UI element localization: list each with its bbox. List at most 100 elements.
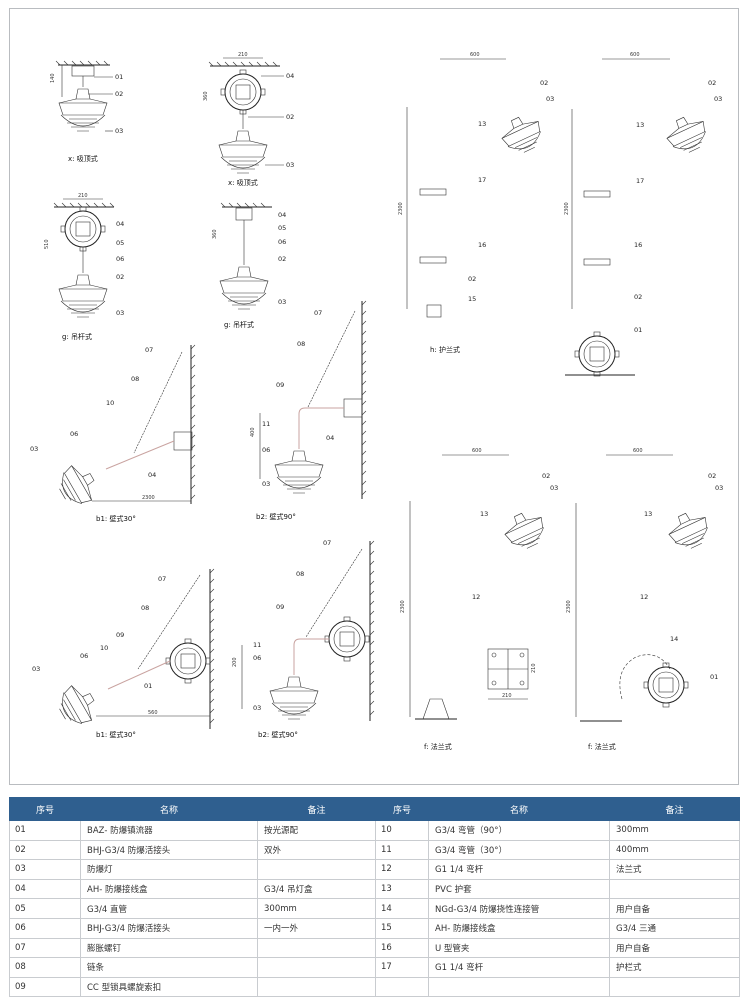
fig-x-ceiling-left: [55, 60, 110, 132]
caption-b1-2: b1: 壁式30°: [96, 730, 136, 739]
cell: 300mm: [609, 820, 740, 841]
callout: 12: [640, 593, 648, 601]
callout: 02: [115, 90, 123, 98]
caption-g-2: g: 吊杆式: [224, 320, 254, 329]
fig-f-flange-left: [409, 454, 551, 720]
callout: 03: [286, 161, 294, 169]
cell: 11: [375, 839, 429, 861]
header-remark: 备注: [609, 797, 740, 821]
cell: 用户自备: [609, 937, 740, 959]
cell: 03: [9, 859, 81, 880]
cell: 按光源配: [257, 820, 376, 841]
callout: 12: [472, 593, 480, 601]
caption-b1-1: b1: 壁式30°: [96, 514, 136, 523]
cell: G3/4 三通: [609, 917, 740, 939]
dim-label: 600: [633, 448, 643, 454]
dim-label: 600: [470, 52, 480, 58]
cell: 09: [9, 976, 81, 998]
callout: 03: [550, 484, 558, 492]
dim-label: 210: [531, 663, 537, 673]
callout: 02: [278, 255, 286, 263]
callout: 07: [314, 309, 322, 317]
cell: 15: [375, 917, 429, 939]
cell: G3/4 弯管（90°）: [428, 820, 610, 841]
caption-x-1: x: 吸顶式: [68, 154, 98, 163]
callout: 07: [323, 539, 331, 547]
cell: 08: [9, 957, 81, 978]
caption-b2-2: b2: 壁式90°: [258, 730, 298, 739]
cell: AH- 防爆接线盒: [80, 878, 258, 900]
callout: 08: [296, 570, 304, 578]
fig-b1-wall-30-bottom: [52, 568, 215, 732]
dim-label: 400: [250, 427, 256, 437]
dim-label: 210: [502, 693, 512, 699]
callout: 04: [326, 434, 334, 442]
callout: 02: [708, 79, 716, 87]
dim-label: 140: [50, 73, 56, 83]
callout: 04: [116, 220, 124, 228]
cell: 400mm: [609, 839, 740, 861]
dim-label: 2300: [566, 600, 572, 613]
callout: 11: [262, 420, 270, 428]
fig-b2-wall-90-top: [259, 300, 367, 499]
fig-g-pendant-left: [53, 198, 115, 318]
callout: 03: [714, 95, 722, 103]
cell: G1 1/4 弯杆: [428, 957, 610, 978]
cell: [257, 937, 376, 959]
callout: 07: [145, 346, 153, 354]
callout: 02: [542, 472, 550, 480]
callout: 01: [710, 673, 718, 681]
cell: G3/4 吊灯盒: [257, 878, 376, 900]
cell: [257, 976, 376, 998]
cell: AH- 防爆接线盒: [428, 917, 610, 939]
callout: 03: [32, 665, 40, 673]
cell: [609, 976, 740, 998]
callout: 05: [116, 239, 124, 247]
dim-label: 560: [148, 710, 158, 716]
dim-label: 2300: [142, 495, 155, 501]
callout: 06: [278, 238, 286, 246]
cell: 05: [9, 898, 81, 919]
callout: 03: [30, 445, 38, 453]
cell: [428, 976, 610, 998]
callout: 09: [116, 631, 124, 639]
caption-b2-1: b2: 壁式90°: [256, 512, 296, 521]
cell: 用户自备: [609, 898, 740, 919]
dim-label: 510: [44, 239, 50, 249]
cell: PVC 护套: [428, 878, 610, 900]
cell: 双外: [257, 839, 376, 861]
dim-label: 360: [212, 229, 218, 239]
cell: U 型管夹: [428, 937, 610, 959]
cell: BHJ-G3/4 防爆活接头: [80, 917, 258, 939]
fig-h-railing-left: [406, 58, 548, 319]
callout: 03: [278, 298, 286, 306]
callout: 03: [715, 484, 723, 492]
callout: 08: [131, 375, 139, 383]
callout: 11: [253, 641, 261, 649]
fig-g-pendant-right: [219, 202, 272, 310]
header-remark: 备注: [257, 797, 376, 821]
callout: 03: [253, 704, 261, 712]
callout: 06: [253, 654, 261, 662]
callout: 02: [116, 273, 124, 281]
cell: 膨胀螺钉: [80, 937, 258, 959]
caption-h: h: 护兰式: [430, 345, 460, 354]
callout: 04: [148, 471, 156, 479]
callout: 07: [158, 575, 166, 583]
callout: 10: [106, 399, 114, 407]
cell: BHJ-G3/4 防爆活接头: [80, 839, 258, 861]
cell: [375, 976, 429, 998]
installation-diagram: 140 x: 吸顶式 01 02 03 210 360 x: 吸顶式 04 02…: [30, 52, 723, 751]
callout: 09: [276, 381, 284, 389]
callout: 04: [286, 72, 294, 80]
callout: 13: [636, 121, 644, 129]
callout: 17: [636, 177, 644, 185]
dim-label: 360: [203, 91, 209, 101]
